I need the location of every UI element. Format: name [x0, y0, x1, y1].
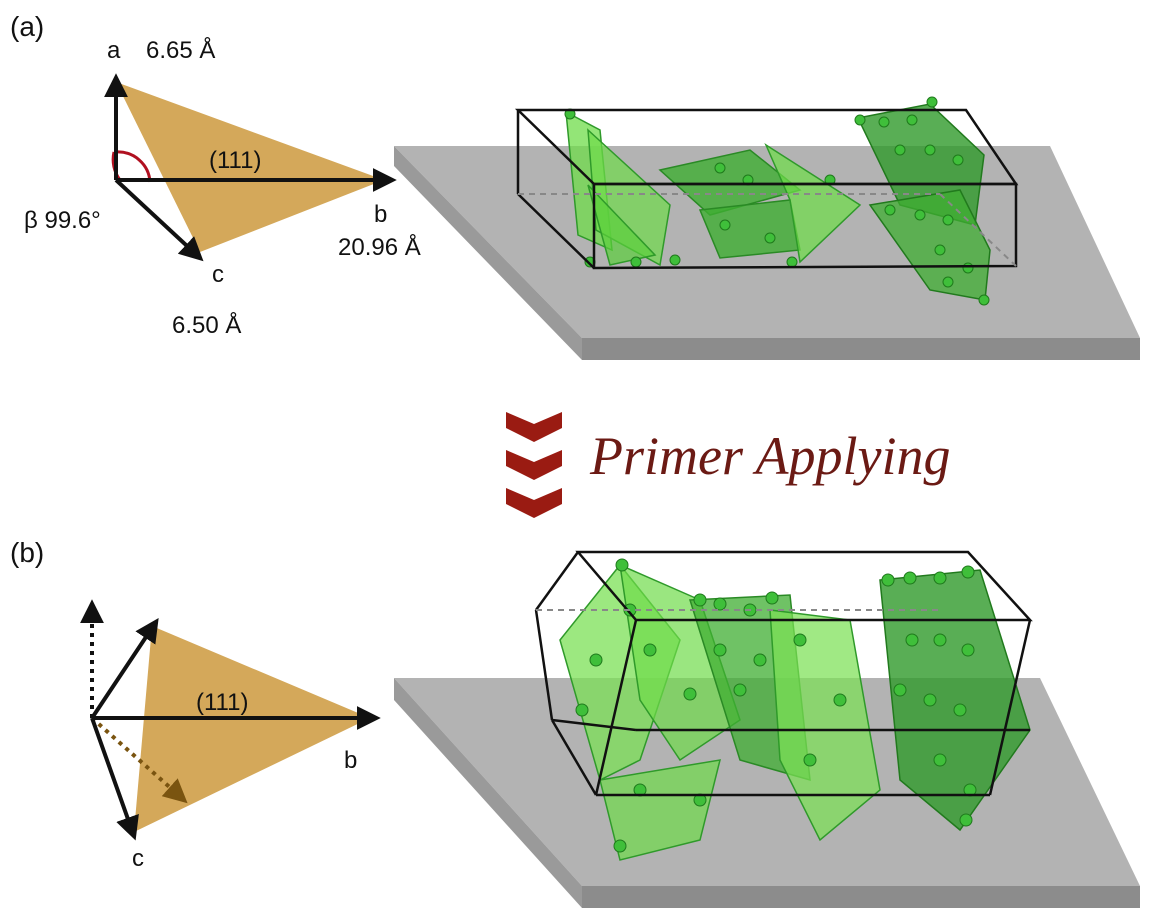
axis-a-length: 6.65 Å — [146, 36, 215, 64]
chevron-down-icon — [506, 412, 562, 518]
original-c-axis-dotted — [90, 716, 188, 804]
panel-a: (a) a 6.65 Å (111) β 99.6° b 20.96 Å c 6… — [10, 11, 1140, 360]
unit-cell-box-b — [534, 550, 1033, 797]
transition-indicator: Primer Applying — [506, 412, 950, 518]
axis-c-label: c — [212, 261, 224, 288]
axis-c-tilted-arrow — [90, 717, 139, 841]
axis-c-arrow — [114, 178, 204, 262]
plane-label-a: (111) — [209, 147, 261, 174]
axis-a-tilted-arrow — [90, 618, 159, 720]
panel-b: (b) (111) b c — [10, 537, 1140, 908]
plane-111-triangle-b — [134, 626, 370, 832]
crystal-structure-a — [564, 96, 991, 306]
plane-label-b: (111) — [196, 689, 248, 716]
transition-caption: Primer Applying — [589, 426, 950, 486]
axis-c-length: 6.50 Å — [172, 311, 241, 339]
axis-a-label: a — [107, 37, 121, 64]
plane-111-triangle-a — [116, 82, 384, 252]
axis-b-length: 20.96 Å — [338, 233, 421, 261]
unit-cell-box-a — [514, 108, 1019, 270]
beta-angle-label: β 99.6° — [24, 207, 101, 234]
beta-angle-arc — [115, 150, 152, 183]
axis-b-label-b: b — [344, 747, 357, 774]
panel-b-label: (b) — [10, 537, 44, 568]
panel-a-label: (a) — [10, 11, 44, 42]
axis-b-label: b — [374, 201, 387, 228]
axis-c-label-b: c — [132, 845, 144, 872]
